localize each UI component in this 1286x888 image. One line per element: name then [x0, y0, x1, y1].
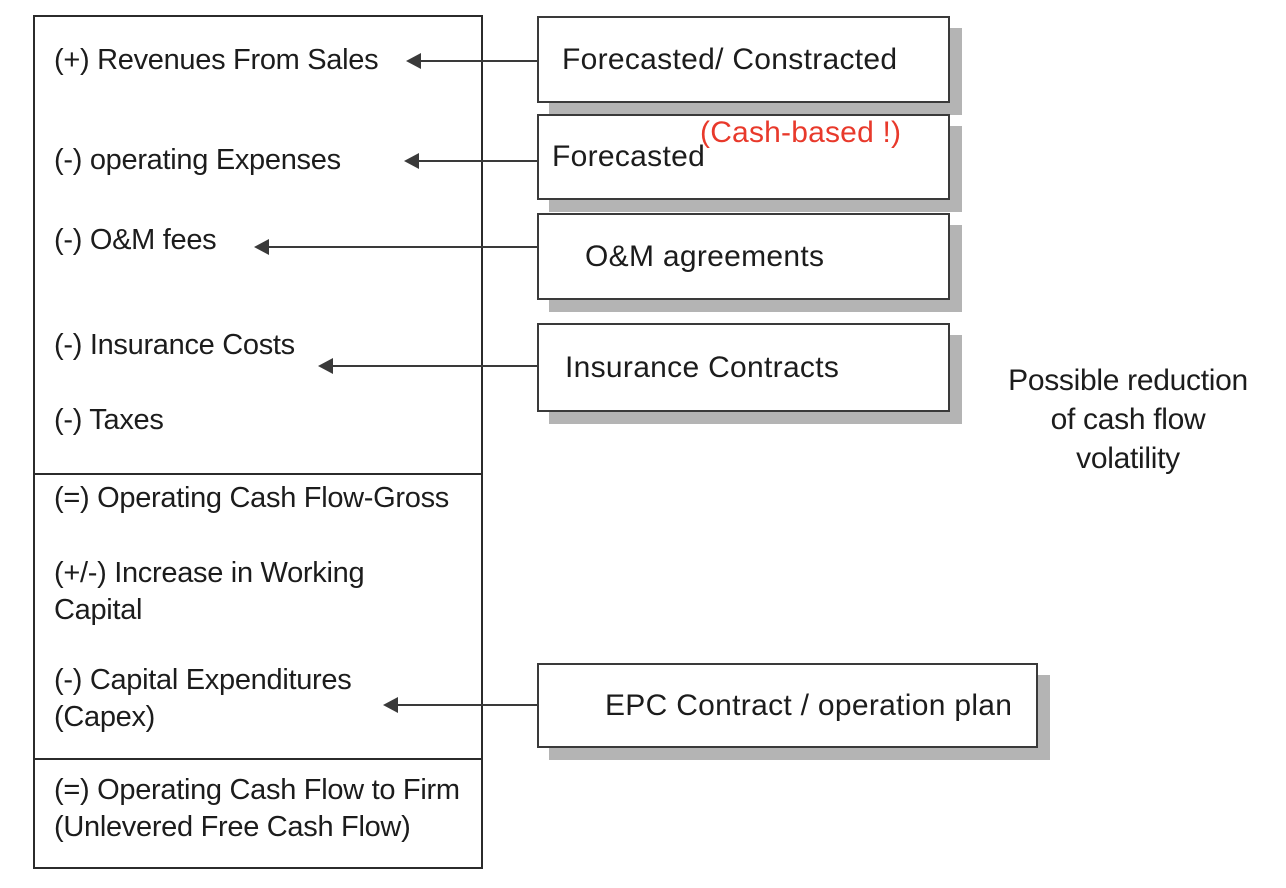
section-divider-gross — [34, 473, 482, 475]
source-box-forecasted: Forecasted — [537, 114, 950, 200]
arrow-shaft — [417, 160, 537, 162]
line-taxes: (-) Taxes — [54, 404, 164, 436]
line-capital-expenditures: (-) Capital Expenditures (Capex) — [54, 664, 352, 733]
connector-arrow-insurance-costs — [318, 358, 537, 374]
connector-arrow-operating-expenses — [404, 153, 537, 169]
source-box-label: EPC Contract / operation plan — [605, 688, 1013, 722]
source-box-om-agreements: O&M agreements — [537, 213, 950, 300]
connector-arrow-om-fees — [254, 239, 537, 255]
source-box-forecasted-contracted: Forecasted/ Constracted — [537, 16, 950, 103]
arrowhead-left-icon — [383, 697, 398, 713]
volatility-side-note: Possible reduction of cash flow volatili… — [1008, 364, 1248, 475]
line-operating-expenses: (-) operating Expenses — [54, 144, 341, 176]
connector-arrow-revenues — [406, 53, 537, 69]
arrowhead-left-icon — [318, 358, 333, 374]
arrow-shaft — [419, 60, 537, 62]
source-box-label: Insurance Contracts — [565, 350, 840, 384]
source-box-label: O&M agreements — [585, 239, 825, 273]
connector-arrow-capex — [383, 697, 537, 713]
cash-based-annotation: (Cash-based !) — [700, 116, 902, 149]
source-box-epc-contract: EPC Contract / operation plan — [537, 663, 1038, 748]
cash-flow-statement-panel: (+) Revenues From Sales (-) operating Ex… — [33, 15, 483, 869]
arrow-shaft — [396, 704, 537, 706]
source-box-insurance-contracts: Insurance Contracts — [537, 323, 950, 412]
line-revenues-from-sales: (+) Revenues From Sales — [54, 44, 379, 76]
source-box-label: Forecasted/ Constracted — [562, 42, 898, 76]
arrowhead-left-icon — [406, 53, 421, 69]
source-box-label: Forecasted — [552, 140, 706, 173]
line-om-fees: (-) O&M fees — [54, 224, 217, 256]
arrowhead-left-icon — [254, 239, 269, 255]
arrow-shaft — [267, 246, 537, 248]
arrowhead-left-icon — [404, 153, 419, 169]
line-insurance-costs: (-) Insurance Costs — [54, 329, 295, 361]
line-operating-cash-flow-gross: (=) Operating Cash Flow-Gross — [54, 482, 450, 514]
arrow-shaft — [331, 365, 537, 367]
line-increase-working-capital: (+/-) Increase in Working Capital — [54, 557, 365, 626]
section-divider-firm — [34, 758, 482, 760]
line-operating-cash-flow-to-firm: (=) Operating Cash Flow to Firm (Unlever… — [54, 774, 460, 843]
